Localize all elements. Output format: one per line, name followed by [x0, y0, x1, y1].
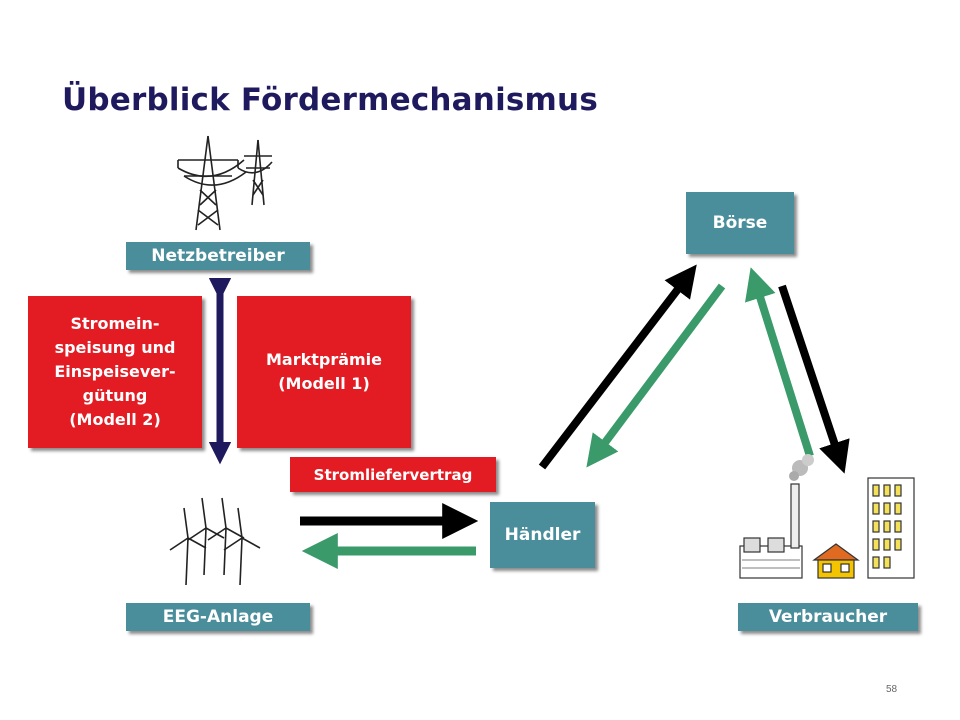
factory-icon — [739, 454, 814, 579]
house-icon — [812, 543, 860, 579]
stromliefervertrag-box: Stromliefervertrag — [290, 457, 496, 492]
wind-turbine-icon — [169, 497, 261, 586]
page-title: Überblick Fördermechanismus — [62, 82, 598, 118]
page-number: 58 — [886, 684, 898, 695]
verbraucher-box: Verbraucher — [738, 603, 918, 631]
netzbetreiber-box: Netzbetreiber — [126, 242, 310, 270]
marktpraemie-box: Marktprämie (Modell 1) — [237, 296, 411, 448]
arrow-boerse-to-verbraucher — [778, 284, 850, 474]
arrow-haendler-to-boerse — [538, 264, 697, 470]
arrow-boerse-to-haendler — [586, 283, 726, 468]
power-pylon-icon — [177, 135, 273, 231]
haendler-box: Händler — [490, 502, 595, 568]
office-building-icon — [867, 477, 915, 579]
einspeisung-box: Stromein- speisung und Einspeisever- güt… — [28, 296, 202, 448]
boerse-box: Börse — [686, 192, 794, 254]
arrow-verbraucher-to-boerse — [745, 267, 814, 458]
eeg-anlage-box: EEG-Anlage — [126, 603, 310, 631]
